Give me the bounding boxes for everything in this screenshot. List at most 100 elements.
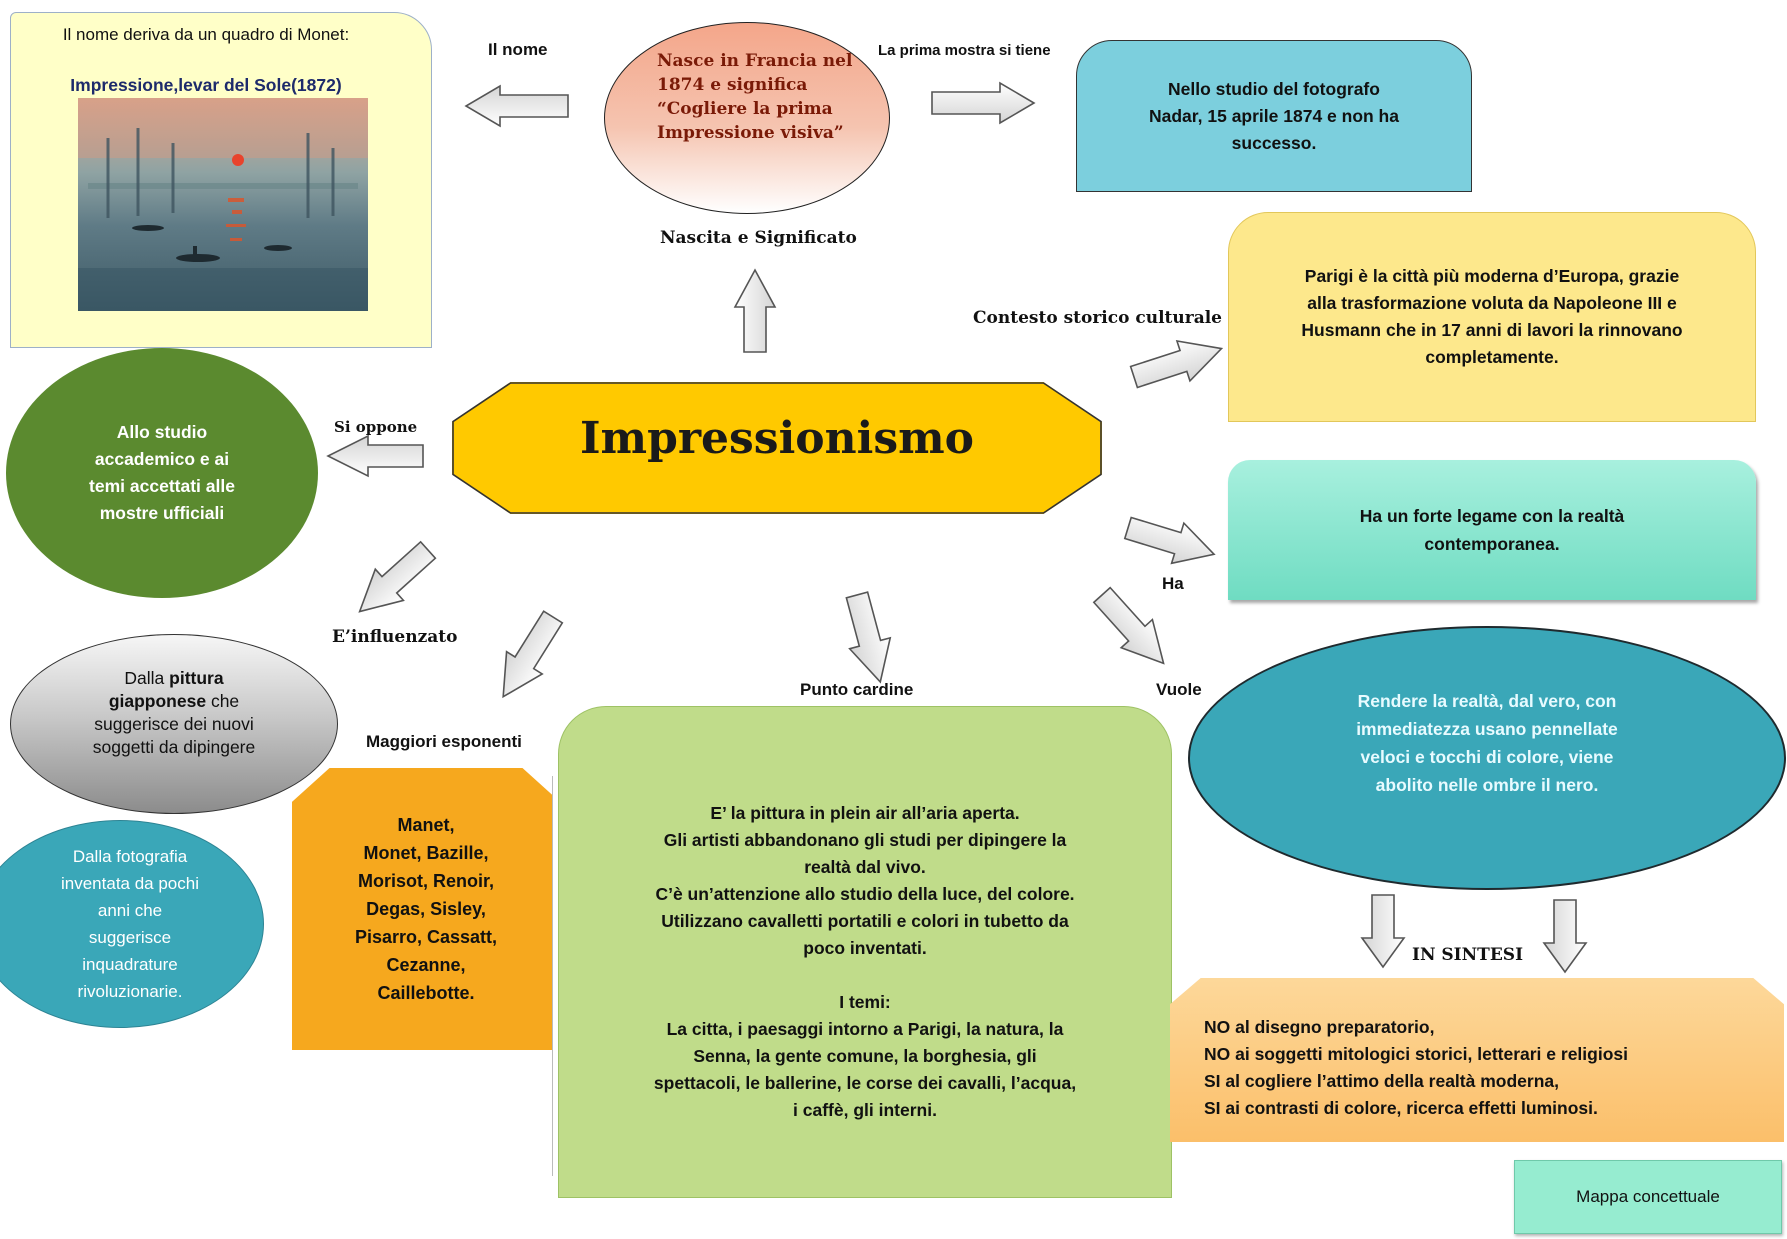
photo-line: inventata da pochi: [61, 874, 199, 893]
reality-line: Ha un forte legame con la realtà: [1359, 506, 1625, 526]
arrow-oppose: [326, 434, 424, 478]
plein-air-line: E’ la pittura in plein air all’aria aper…: [710, 803, 1020, 823]
central-topic: Impressionismo: [452, 382, 1102, 514]
japan-pre: Dalla: [124, 668, 170, 688]
plein-air-line: realtà dal vivo.: [804, 857, 926, 877]
plein-air-line: La citta, i paesaggi intorno a Parigi, l…: [666, 1019, 1064, 1039]
plein-air-line: Gli artisti abbandonano gli studi per di…: [663, 830, 1067, 850]
exhibition-line: Nello studio del fotografo: [1168, 78, 1380, 99]
summary-line: SI al cogliere l’attimo della realtà mod…: [1204, 1071, 1559, 1091]
arrow-sintesi-right: [1542, 899, 1588, 974]
label-prima-mostra: La prima mostra si tiene: [878, 42, 1051, 59]
birth-line: Nasce in Francia nel: [657, 51, 853, 71]
context-line: Parigi è la città più moderna d’Europa, …: [1304, 266, 1680, 286]
reality-box: Ha un forte legame con la realtà contemp…: [1228, 460, 1756, 600]
photo-line: suggerisce: [88, 928, 172, 947]
arrow-to-japan: [358, 540, 437, 613]
plein-air-line: spettacoli, le ballerine, le corse dei c…: [653, 1073, 1077, 1093]
japan-line: soggetti da dipingere: [92, 737, 256, 757]
artist-line: Caillebotte.: [377, 983, 475, 1003]
plein-air-box: E’ la pittura in plein air all’aria aper…: [558, 706, 1172, 1198]
label-influenzato: E’influenzato: [332, 627, 458, 647]
birth-line: Impressione visiva”: [657, 123, 844, 143]
summary-line: SI ai contrasti di colore, ricerca effet…: [1204, 1098, 1598, 1118]
wants-line: abolito nelle ombre il nero.: [1375, 775, 1599, 795]
plein-air-line: i caffè, gli interni.: [793, 1100, 937, 1120]
wants-line: immediatezza usano pennellate: [1356, 719, 1618, 739]
context-box: Parigi è la città più moderna d’Europa, …: [1228, 212, 1756, 422]
japan-bold-1: pittura: [169, 668, 224, 688]
japan-ellipse: Dalla pittura giapponese che suggerisce …: [10, 634, 338, 814]
context-line: alla trasformazione voluta da Napoleone …: [1307, 293, 1677, 313]
concept-map-tab[interactable]: Mappa concettuale: [1514, 1160, 1782, 1234]
photo-line: inquadrature: [82, 955, 178, 974]
arrow-sintesi-left: [1360, 894, 1406, 969]
plein-air-line: [654, 962, 1076, 989]
artist-line: Degas, Sisley,: [366, 899, 486, 919]
arrow-to-reality: [1123, 516, 1216, 565]
plein-air-line: C’è un’attenzione allo studio della luce…: [655, 884, 1075, 904]
label-si-oppone: Si oppone: [334, 418, 418, 436]
label-nascita: Nascita e Significato: [660, 228, 857, 248]
plein-air-line: Utilizzano cavalletti portatili e colori…: [661, 911, 1069, 931]
label-contesto: Contesto storico culturale: [973, 308, 1222, 328]
arrow-to-name: [464, 84, 569, 128]
wants-line: Rendere la realtà, dal vero, con: [1357, 691, 1617, 711]
arrow-to-plein-air: [845, 591, 892, 684]
exhibition-line: Nadar, 15 aprile 1874 e non ha: [1149, 105, 1399, 126]
oppose-ellipse: Allo studio accademico e ai temi accetta…: [6, 348, 318, 598]
photo-line: rivoluzionarie.: [77, 982, 183, 1001]
name-origin-card: Il nome deriva da un quadro di Monet: Im…: [10, 12, 432, 348]
concept-map-label: Mappa concettuale: [1576, 1187, 1720, 1206]
wants-ellipse: Rendere la realtà, dal vero, con immedia…: [1188, 626, 1786, 890]
artist-line: Morisot, Renoir,: [357, 871, 494, 891]
label-vuole: Vuole: [1156, 680, 1202, 699]
oppose-line: temi accettati alle: [89, 476, 235, 496]
oppose-line: mostre ufficiali: [99, 503, 225, 523]
artists-box: Manet, Monet, Bazille, Morisot, Renoir, …: [292, 768, 560, 1050]
artist-line: Monet, Bazille,: [363, 843, 489, 863]
photography-circle: Dalla fotografia inventata da pochi anni…: [0, 820, 264, 1028]
exhibition-box: Nello studio del fotografo Nadar, 15 apr…: [1076, 40, 1472, 192]
artist-line: Manet,: [397, 815, 455, 835]
arrow-to-exhibition: [931, 81, 1036, 125]
summary-line: NO ai soggetti mitologici storici, lette…: [1204, 1044, 1628, 1064]
photo-line: anni che: [97, 901, 163, 920]
label-il-nome: Il nome: [488, 40, 548, 59]
label-ha: Ha: [1162, 574, 1184, 593]
label-in-sintesi: IN SINTESI: [1412, 945, 1524, 965]
reality-line: contemporanea.: [1424, 534, 1560, 554]
summary-box: NO al disegno preparatorio, NO ai sogget…: [1170, 978, 1784, 1142]
central-outline: [452, 382, 1102, 514]
context-line: completamente.: [1425, 347, 1559, 367]
plein-air-line: I temi:: [839, 992, 891, 1012]
label-punto-cardine: Punto cardine: [800, 680, 914, 699]
photo-line: Dalla fotografia: [72, 847, 188, 866]
name-origin-intro: Il nome deriva da un quadro di Monet:: [62, 25, 350, 44]
painting-image: [78, 98, 368, 311]
plein-air-line: poco inventati.: [803, 938, 927, 958]
plein-air-line: Senna, la gente comune, la borghesia, gl…: [693, 1046, 1037, 1066]
japan-post: che: [206, 691, 240, 711]
context-line: Husmann che in 17 anni di lavori la rinn…: [1301, 320, 1683, 340]
wants-line: veloci e tocchi di colore, viene: [1360, 747, 1614, 767]
central-title: Impressionismo: [579, 412, 975, 464]
arrow-to-birth: [733, 268, 777, 353]
oppose-line: Allo studio: [116, 422, 208, 442]
painting-title: Impressione,levar del Sole(1872): [70, 75, 342, 95]
japan-line: suggerisce dei nuovi: [94, 714, 254, 734]
arrow-to-wants: [1092, 586, 1165, 665]
arrow-to-context: [1129, 339, 1224, 389]
arrow-to-artists: [502, 610, 564, 699]
oppose-line: accademico e ai: [94, 449, 230, 469]
label-maggiori: Maggiori esponenti: [366, 732, 522, 751]
artist-line: Pisarro, Cassatt,: [354, 927, 498, 947]
birth-line: 1874 e significa: [657, 75, 808, 95]
artist-line: Cezanne,: [386, 955, 466, 975]
birth-ellipse: Nasce in Francia nel 1874 e significa “C…: [604, 22, 890, 214]
birth-line: “Cogliere la prima: [657, 99, 833, 119]
japan-bold-2: giapponese: [108, 691, 207, 711]
summary-line: NO al disegno preparatorio,: [1204, 1017, 1435, 1037]
exhibition-line: successo.: [1231, 132, 1317, 153]
